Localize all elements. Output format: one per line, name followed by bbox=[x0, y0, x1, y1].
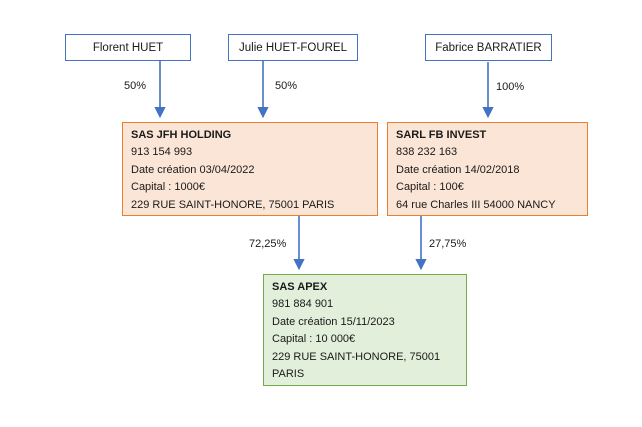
company-capital: Capital : 100€ bbox=[396, 181, 464, 194]
company-address: 229 RUE SAINT-HONORE, 75001 PARIS bbox=[272, 350, 441, 381]
person-name: Julie HUET-FOUREL bbox=[239, 41, 347, 54]
company-siren: 913 154 993 bbox=[131, 146, 193, 159]
company-name: SAS APEX bbox=[272, 281, 328, 293]
person-box-fabrice-barratier: Fabrice BARRATIER bbox=[425, 34, 552, 61]
company-creation: Date création 15/11/2023 bbox=[272, 315, 395, 328]
company-box-sarl-fb-invest: SARL FB INVEST 838 232 163 Date création… bbox=[387, 122, 588, 216]
company-creation: Date création 14/02/2018 bbox=[396, 163, 520, 176]
company-address: 229 RUE SAINT-HONORE, 75001 PARIS bbox=[131, 198, 335, 211]
person-name: Florent HUET bbox=[92, 41, 164, 54]
ownership-percentage-fb-apex: 27,75% bbox=[429, 238, 467, 250]
ownership-percentage-fabrice-fb: 100% bbox=[496, 81, 525, 93]
company-name: SARL FB INVEST bbox=[396, 129, 487, 141]
ownership-percentage-julie-jfh: 50% bbox=[275, 80, 298, 92]
company-siren: 838 232 163 bbox=[396, 146, 458, 159]
person-box-florent-huet: Florent HUET bbox=[65, 34, 191, 61]
company-address: 64 rue Charles III 54000 NANCY bbox=[396, 198, 556, 211]
company-box-sas-apex: SAS APEX 981 884 901 Date création 15/11… bbox=[263, 274, 467, 386]
company-siren: 981 884 901 bbox=[272, 298, 334, 311]
company-name: SAS JFH HOLDING bbox=[131, 129, 232, 141]
company-capital: Capital : 1000€ bbox=[131, 181, 205, 194]
company-box-sas-jfh-holding: SAS JFH HOLDING 913 154 993 Date créatio… bbox=[122, 122, 378, 216]
ownership-percentage-jfh-apex: 72,25% bbox=[249, 238, 287, 250]
company-capital: Capital : 10 000€ bbox=[272, 333, 356, 346]
person-name: Fabrice BARRATIER bbox=[435, 41, 542, 54]
person-box-julie-huet-fourel: Julie HUET-FOUREL bbox=[228, 34, 358, 61]
company-creation: Date création 03/04/2022 bbox=[131, 163, 255, 176]
ownership-percentage-florent-jfh: 50% bbox=[124, 80, 147, 92]
